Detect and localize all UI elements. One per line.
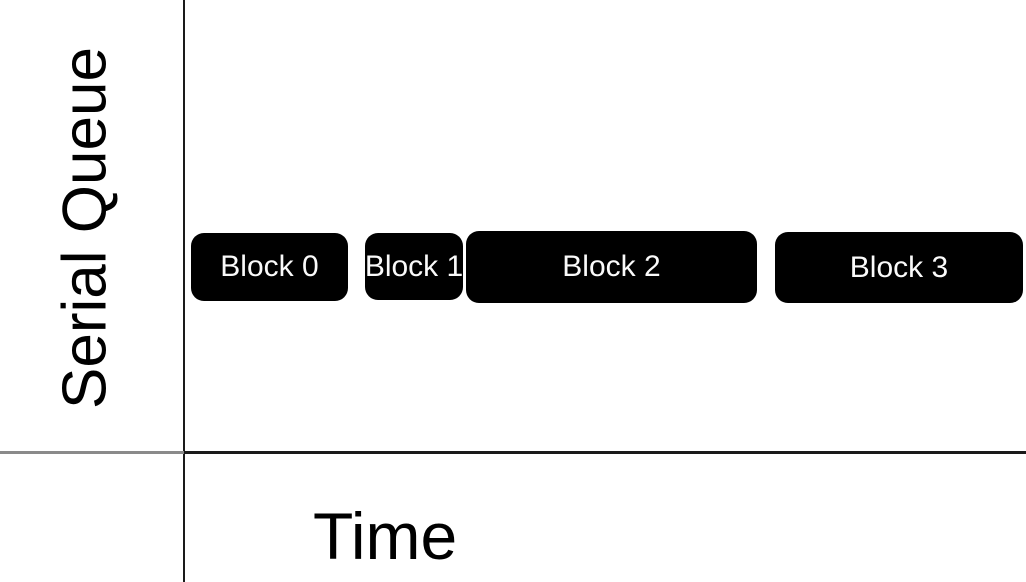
block-label: Block 0 bbox=[220, 250, 319, 283]
x-axis-baseline-left-segment bbox=[0, 451, 184, 454]
x-axis-label: Time bbox=[313, 499, 458, 573]
y-axis-label: Serial Queue bbox=[50, 47, 120, 409]
y-axis-line bbox=[183, 0, 185, 582]
block-block-3: Block 3 bbox=[775, 232, 1023, 303]
block-label: Block 3 bbox=[849, 250, 949, 284]
block-label: Block 2 bbox=[562, 250, 661, 283]
block-block-2: Block 2 bbox=[466, 231, 757, 303]
block-block-1: Block 1 bbox=[365, 233, 463, 300]
x-axis-baseline bbox=[184, 451, 1026, 454]
block-block-0: Block 0 bbox=[191, 233, 348, 301]
block-label: Block 1 bbox=[364, 249, 464, 283]
